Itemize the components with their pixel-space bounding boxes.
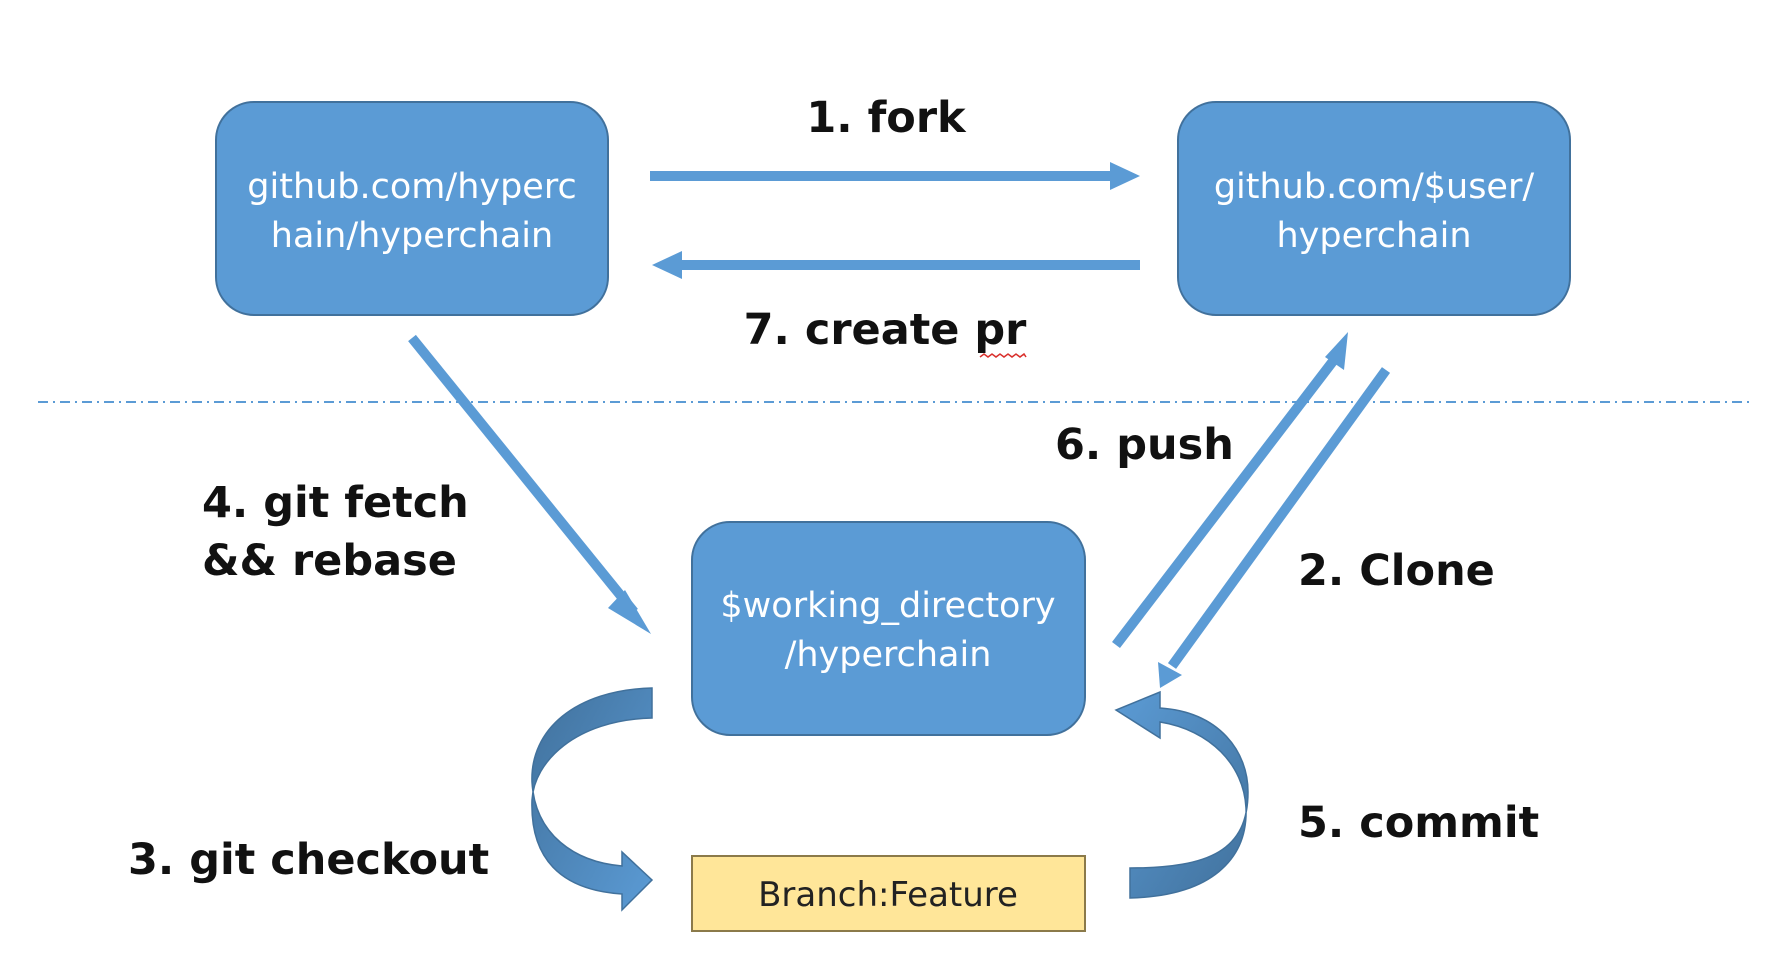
local-repo-line2: /hyperchain	[785, 635, 992, 675]
create-pr-arrow	[652, 251, 1140, 279]
step-commit-label: 5. commit	[1298, 798, 1539, 848]
step-fetch-label-line1: 4. git fetch	[202, 478, 469, 528]
upstream-repo-box: github.com/hyperc hain/hyperchain	[215, 101, 609, 316]
branch-box: Branch:Feature	[691, 855, 1086, 932]
local-repo-line1: $working_directory	[720, 586, 1055, 626]
step-fetch-label-line2: && rebase	[202, 536, 457, 586]
commit-curved-arrow	[1114, 690, 1249, 899]
fetch-rebase-arrow	[408, 334, 651, 634]
upstream-repo-line2: hain/hyperchain	[271, 216, 553, 256]
fork-repo-line1: github.com/$user/	[1214, 167, 1535, 207]
spellcheck-squiggle	[979, 352, 1027, 358]
branch-label: Branch:Feature	[758, 875, 1018, 915]
fork-repo-line2: hyperchain	[1276, 216, 1471, 256]
step-checkout-label: 3. git checkout	[128, 835, 489, 885]
checkout-curved-arrow	[531, 687, 654, 912]
step-push-label: 6. push	[1055, 420, 1234, 470]
upstream-repo-line1: github.com/hyperc	[247, 167, 576, 207]
step-fork-label: 1. fork	[806, 93, 967, 143]
fork-arrow	[650, 162, 1140, 190]
step-clone-label: 2. Clone	[1298, 546, 1495, 596]
local-repo-box: $working_directory /hyperchain	[691, 521, 1086, 736]
clone-arrow	[1158, 367, 1391, 688]
step-create-pr-label: 7. create pr	[744, 305, 1028, 355]
fork-repo-box: github.com/$user/ hyperchain	[1177, 101, 1571, 316]
push-arrow	[1112, 332, 1348, 649]
